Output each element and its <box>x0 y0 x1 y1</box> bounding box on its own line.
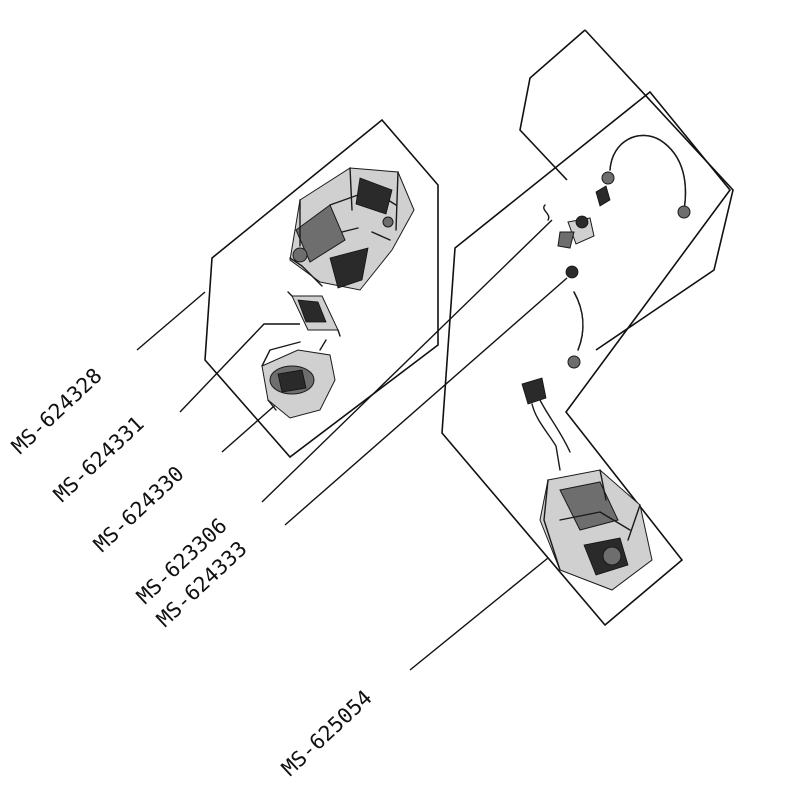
label-ms-624330: MS-624330 <box>89 461 189 556</box>
motor-cover-part <box>261 339 336 419</box>
short-tube-part <box>565 265 584 369</box>
leader-ms-624333 <box>284 277 568 526</box>
label-ms-625054: MS-625054 <box>277 685 377 780</box>
upper-right-group-back-outline <box>519 29 586 181</box>
leader-ms-625054 <box>409 557 549 671</box>
left-group-outline <box>204 118 439 459</box>
pump-housing-part <box>289 167 415 291</box>
middle-right-group-outline <box>441 90 732 627</box>
leader-ms-624328 <box>136 291 206 351</box>
label-ms-624328: MS-624328 <box>7 363 107 458</box>
leader-ms-624331 <box>179 323 300 413</box>
bracket-part <box>287 291 341 337</box>
boiler-assembly-part <box>521 377 653 591</box>
flexible-hose-part <box>595 134 691 219</box>
leader-ms-623306 <box>261 219 553 503</box>
label-ms-624331: MS-624331 <box>49 411 149 506</box>
valve-part <box>543 204 595 249</box>
upper-right-group-outline <box>584 29 734 351</box>
